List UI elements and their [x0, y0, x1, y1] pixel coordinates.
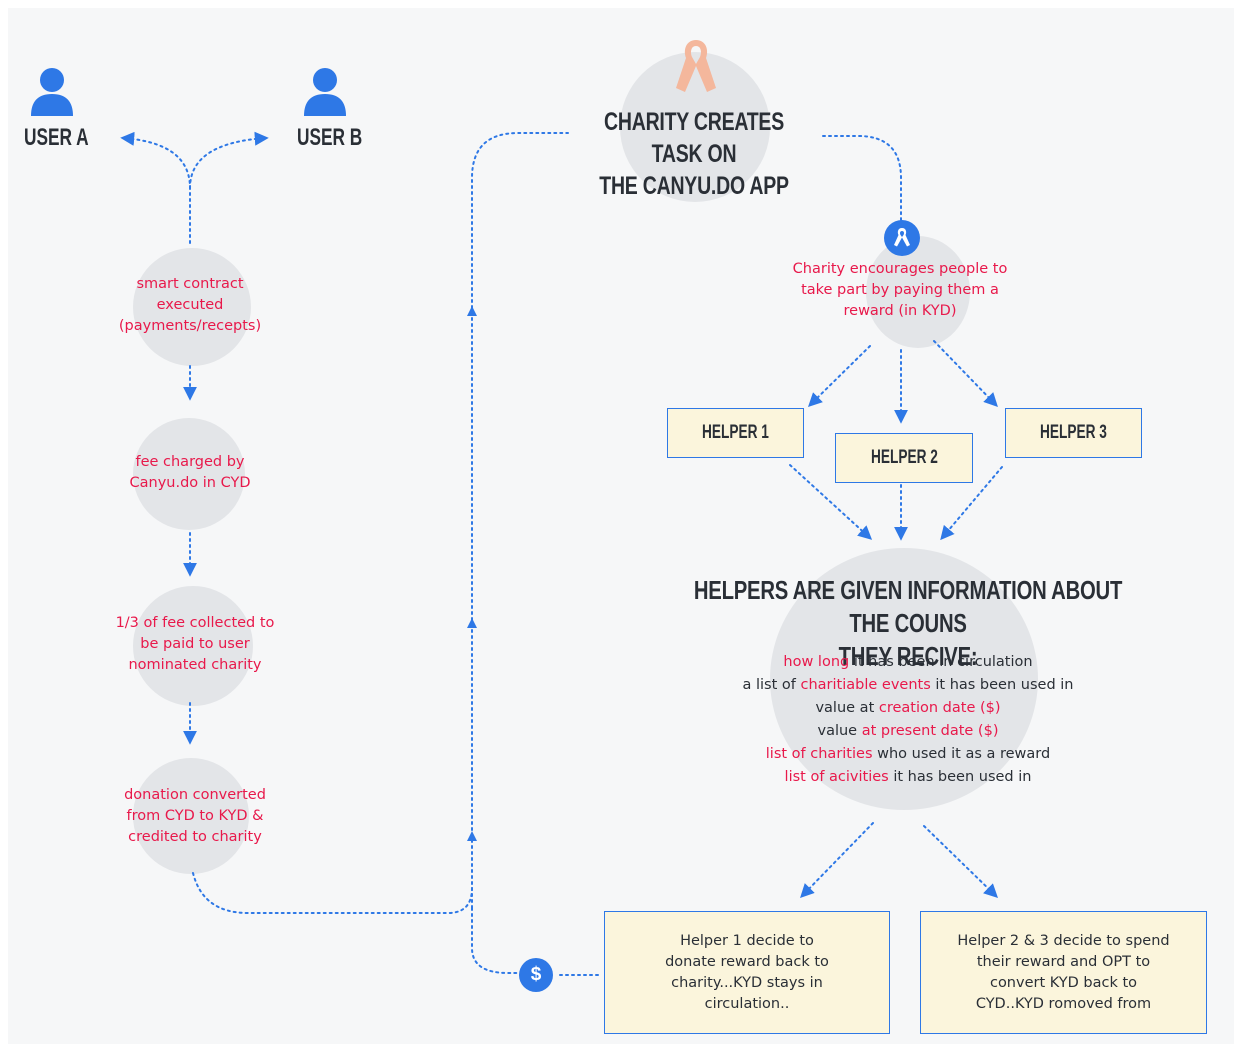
ribbon-icon — [884, 220, 920, 260]
info-highlight: how long — [783, 654, 850, 670]
connector-helper-3-info — [940, 466, 1003, 541]
bubble-fee-charged — [133, 418, 245, 530]
connector-to-helper-1 — [808, 345, 871, 407]
bubble-charity-task — [620, 52, 770, 202]
info-text: it has been used in — [888, 769, 1032, 785]
bubble-fee-collected — [133, 586, 253, 706]
info-heading: HELPERS ARE GIVEN INFORMATION ABOUT THE … — [693, 575, 1123, 671]
info-line: how long it has been in circulation — [658, 651, 1158, 674]
connector-dollar-branch — [471, 907, 521, 974]
helper-2-label: HELPER 2 — [870, 447, 938, 468]
connector-to-helper-3 — [933, 340, 998, 408]
info-text: value at — [815, 700, 879, 716]
info-text: it has been in circulation — [849, 654, 1033, 670]
connector-to-user-a — [120, 131, 191, 244]
connector-info-decision-1 — [800, 822, 874, 899]
bubble-encourage — [866, 236, 970, 348]
user-b-label: USER B — [297, 124, 363, 151]
info-text: who used it as a reward — [872, 746, 1051, 762]
info-text: a list of — [742, 677, 801, 693]
info-text: it has been used in — [930, 677, 1074, 693]
helper-3-box: HELPER 3 — [1005, 408, 1142, 458]
step-fee-collected: 1/3 of fee collected to be paid to user … — [115, 615, 275, 673]
connector-helper-1-info — [789, 464, 873, 540]
awareness-ribbon-icon — [672, 36, 720, 98]
bubble-donation-converted — [133, 758, 249, 874]
step-smart-contract: smart contract executed (payments/recept… — [118, 276, 262, 334]
loop-arrow-3 — [467, 831, 477, 841]
charity-task-heading: CHARITY CREATES TASK ON THE CANYU.DO APP — [599, 108, 789, 200]
info-line: a list of charitiable events it has been… — [658, 674, 1158, 697]
dollar-glyph: $ — [530, 964, 542, 985]
encourage-text: Charity encourages people to take part b… — [792, 261, 1008, 319]
info-line: list of charities who used it as a rewar… — [658, 743, 1158, 766]
bubble-smart-contract — [133, 248, 251, 366]
diagram-canvas: USER A USER B smart contract executed (p… — [8, 8, 1234, 1044]
connector-loop-up — [471, 132, 569, 909]
connector-info-decision-2 — [923, 825, 999, 898]
loop-arrow-1 — [467, 306, 477, 316]
user-a-icon — [30, 66, 74, 120]
dollar-icon: $ — [519, 958, 553, 992]
user-a-label: USER A — [24, 124, 89, 151]
info-text: value — [817, 723, 862, 739]
info-highlight: list of acivities — [784, 769, 889, 785]
connector-task-encourage — [822, 135, 902, 221]
step-donation-converted: donation converted from CYD to KYD & cre… — [124, 787, 266, 845]
info-line: value at creation date ($) — [658, 697, 1158, 720]
helper-2-box: HELPER 2 — [835, 433, 973, 483]
info-highlight: creation date ($) — [878, 700, 1001, 716]
info-line: list of acivities it has been used in — [658, 766, 1158, 789]
info-highlight: at present date ($) — [861, 723, 999, 739]
helper-1-box: HELPER 1 — [667, 408, 804, 458]
info-highlight: charitiable events — [800, 677, 931, 693]
step-fee-charged: fee charged by Canyu.do in CYD — [129, 454, 251, 491]
info-highlight: list of charities — [765, 746, 873, 762]
connector-donation-loop — [192, 872, 473, 914]
bubble-info — [770, 548, 1038, 810]
decision-helper-1: Helper 1 decide to donate reward back to… — [604, 911, 890, 1034]
connector-lines — [120, 131, 1003, 976]
helper-1-label: HELPER 1 — [702, 422, 769, 443]
decision-helper-2-3: Helper 2 & 3 decide to spend their rewar… — [920, 911, 1207, 1034]
helper-3-label: HELPER 3 — [1040, 422, 1107, 443]
loop-arrow-2 — [467, 618, 477, 628]
connector-to-user-b — [189, 131, 269, 189]
user-b-icon — [303, 66, 347, 120]
info-line: value at present date ($) — [658, 720, 1158, 743]
